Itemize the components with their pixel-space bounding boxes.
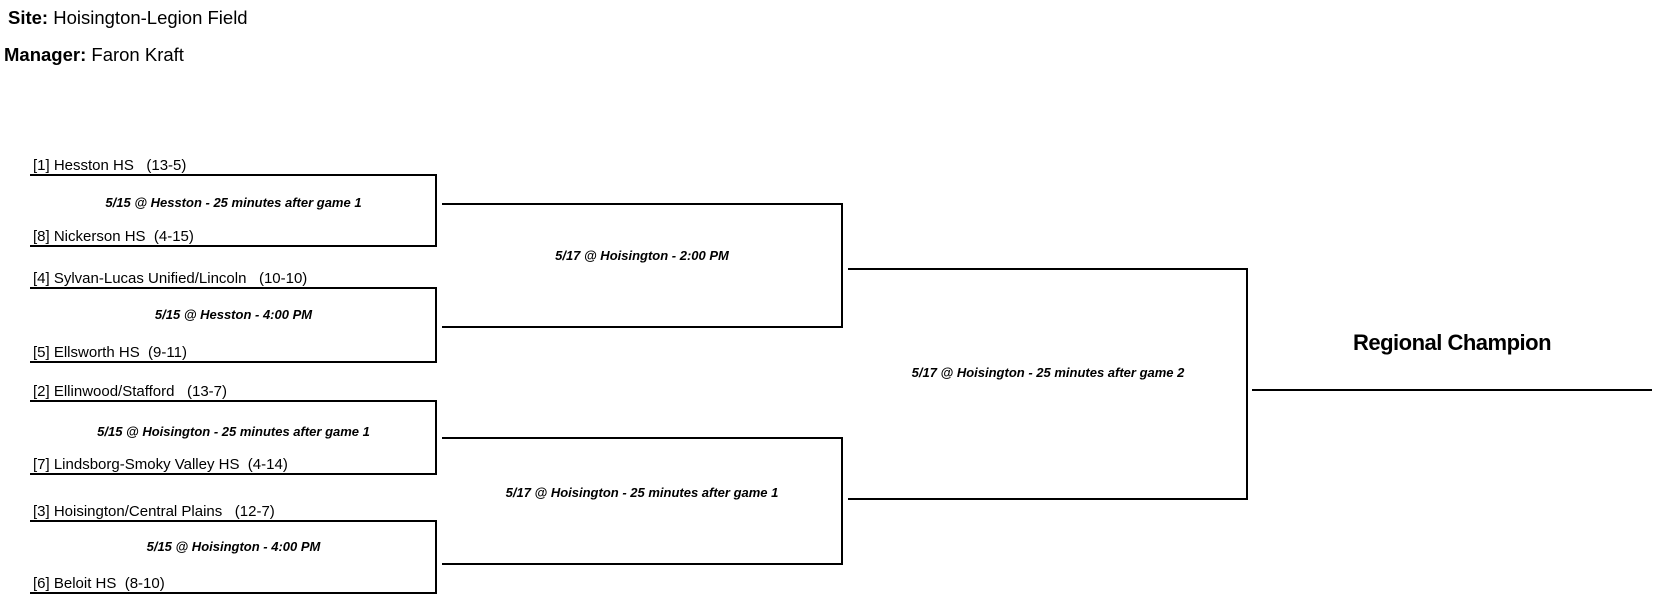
team-slot: [1] Hesston HS (13-5)	[33, 157, 187, 174]
game-info: 5/15 @ Hoisington - 4:00 PM	[146, 539, 321, 554]
site-value: Hoisington-Legion Field	[48, 7, 248, 28]
champion-title: Regional Champion	[1352, 330, 1552, 355]
team-slot: [5] Ellsworth HS (9-11)	[33, 344, 187, 361]
manager-value: Faron Kraft	[86, 44, 184, 65]
bracket-connector-line	[435, 174, 437, 247]
game-info: 5/15 @ Hoisington - 25 minutes after gam…	[97, 424, 370, 439]
bracket-line-bottom	[30, 473, 437, 475]
manager-line: Manager: Faron Kraft	[4, 44, 184, 66]
bracket-connector-line	[435, 400, 437, 475]
site-label: Site:	[8, 7, 49, 28]
bracket-line-bottom	[30, 245, 437, 247]
game-info: 5/17 @ Hoisington - 2:00 PM	[555, 248, 729, 263]
manager-label: Manager:	[4, 44, 87, 65]
bracket-line-bottom	[848, 498, 1248, 500]
team-slot: [3] Hoisington/Central Plains (12-7)	[33, 503, 275, 520]
game-info: 5/17 @ Hoisington - 25 minutes after gam…	[911, 365, 1185, 380]
bracket-line-top	[442, 203, 843, 205]
bracket-connector-line	[1246, 268, 1248, 500]
bracket-line-top	[30, 287, 437, 289]
team-slot: [2] Ellinwood/Stafford (13-7)	[33, 383, 227, 400]
bracket-line-top	[848, 268, 1248, 270]
site-line: Site: Hoisington-Legion Field	[8, 7, 248, 29]
team-slot: [7] Lindsborg-Smoky Valley HS (4-14)	[33, 456, 288, 473]
team-slot: [6] Beloit HS (8-10)	[33, 575, 165, 592]
bracket-connector-line	[841, 203, 843, 328]
game-info: 5/17 @ Hoisington - 25 minutes after gam…	[505, 485, 779, 500]
team-slot: [4] Sylvan-Lucas Unified/Lincoln (10-10)	[33, 270, 308, 287]
bracket-line-top	[30, 174, 437, 176]
game-info: 5/15 @ Hesston - 25 minutes after game 1	[105, 195, 362, 210]
bracket-connector-line	[435, 520, 437, 594]
game-info: 5/15 @ Hesston - 4:00 PM	[154, 307, 313, 322]
bracket-connector-line	[435, 287, 437, 363]
team-slot: [8] Nickerson HS (4-15)	[33, 228, 194, 245]
champion-line	[1252, 389, 1652, 391]
bracket-connector-line	[841, 437, 843, 565]
bracket-line-top	[30, 400, 437, 402]
bracket-line-bottom	[30, 361, 437, 363]
bracket-line-bottom	[442, 326, 843, 328]
bracket-line-bottom	[442, 563, 843, 565]
bracket-line-bottom	[30, 592, 437, 594]
bracket-line-top	[442, 437, 843, 439]
bracket-line-top	[30, 520, 437, 522]
